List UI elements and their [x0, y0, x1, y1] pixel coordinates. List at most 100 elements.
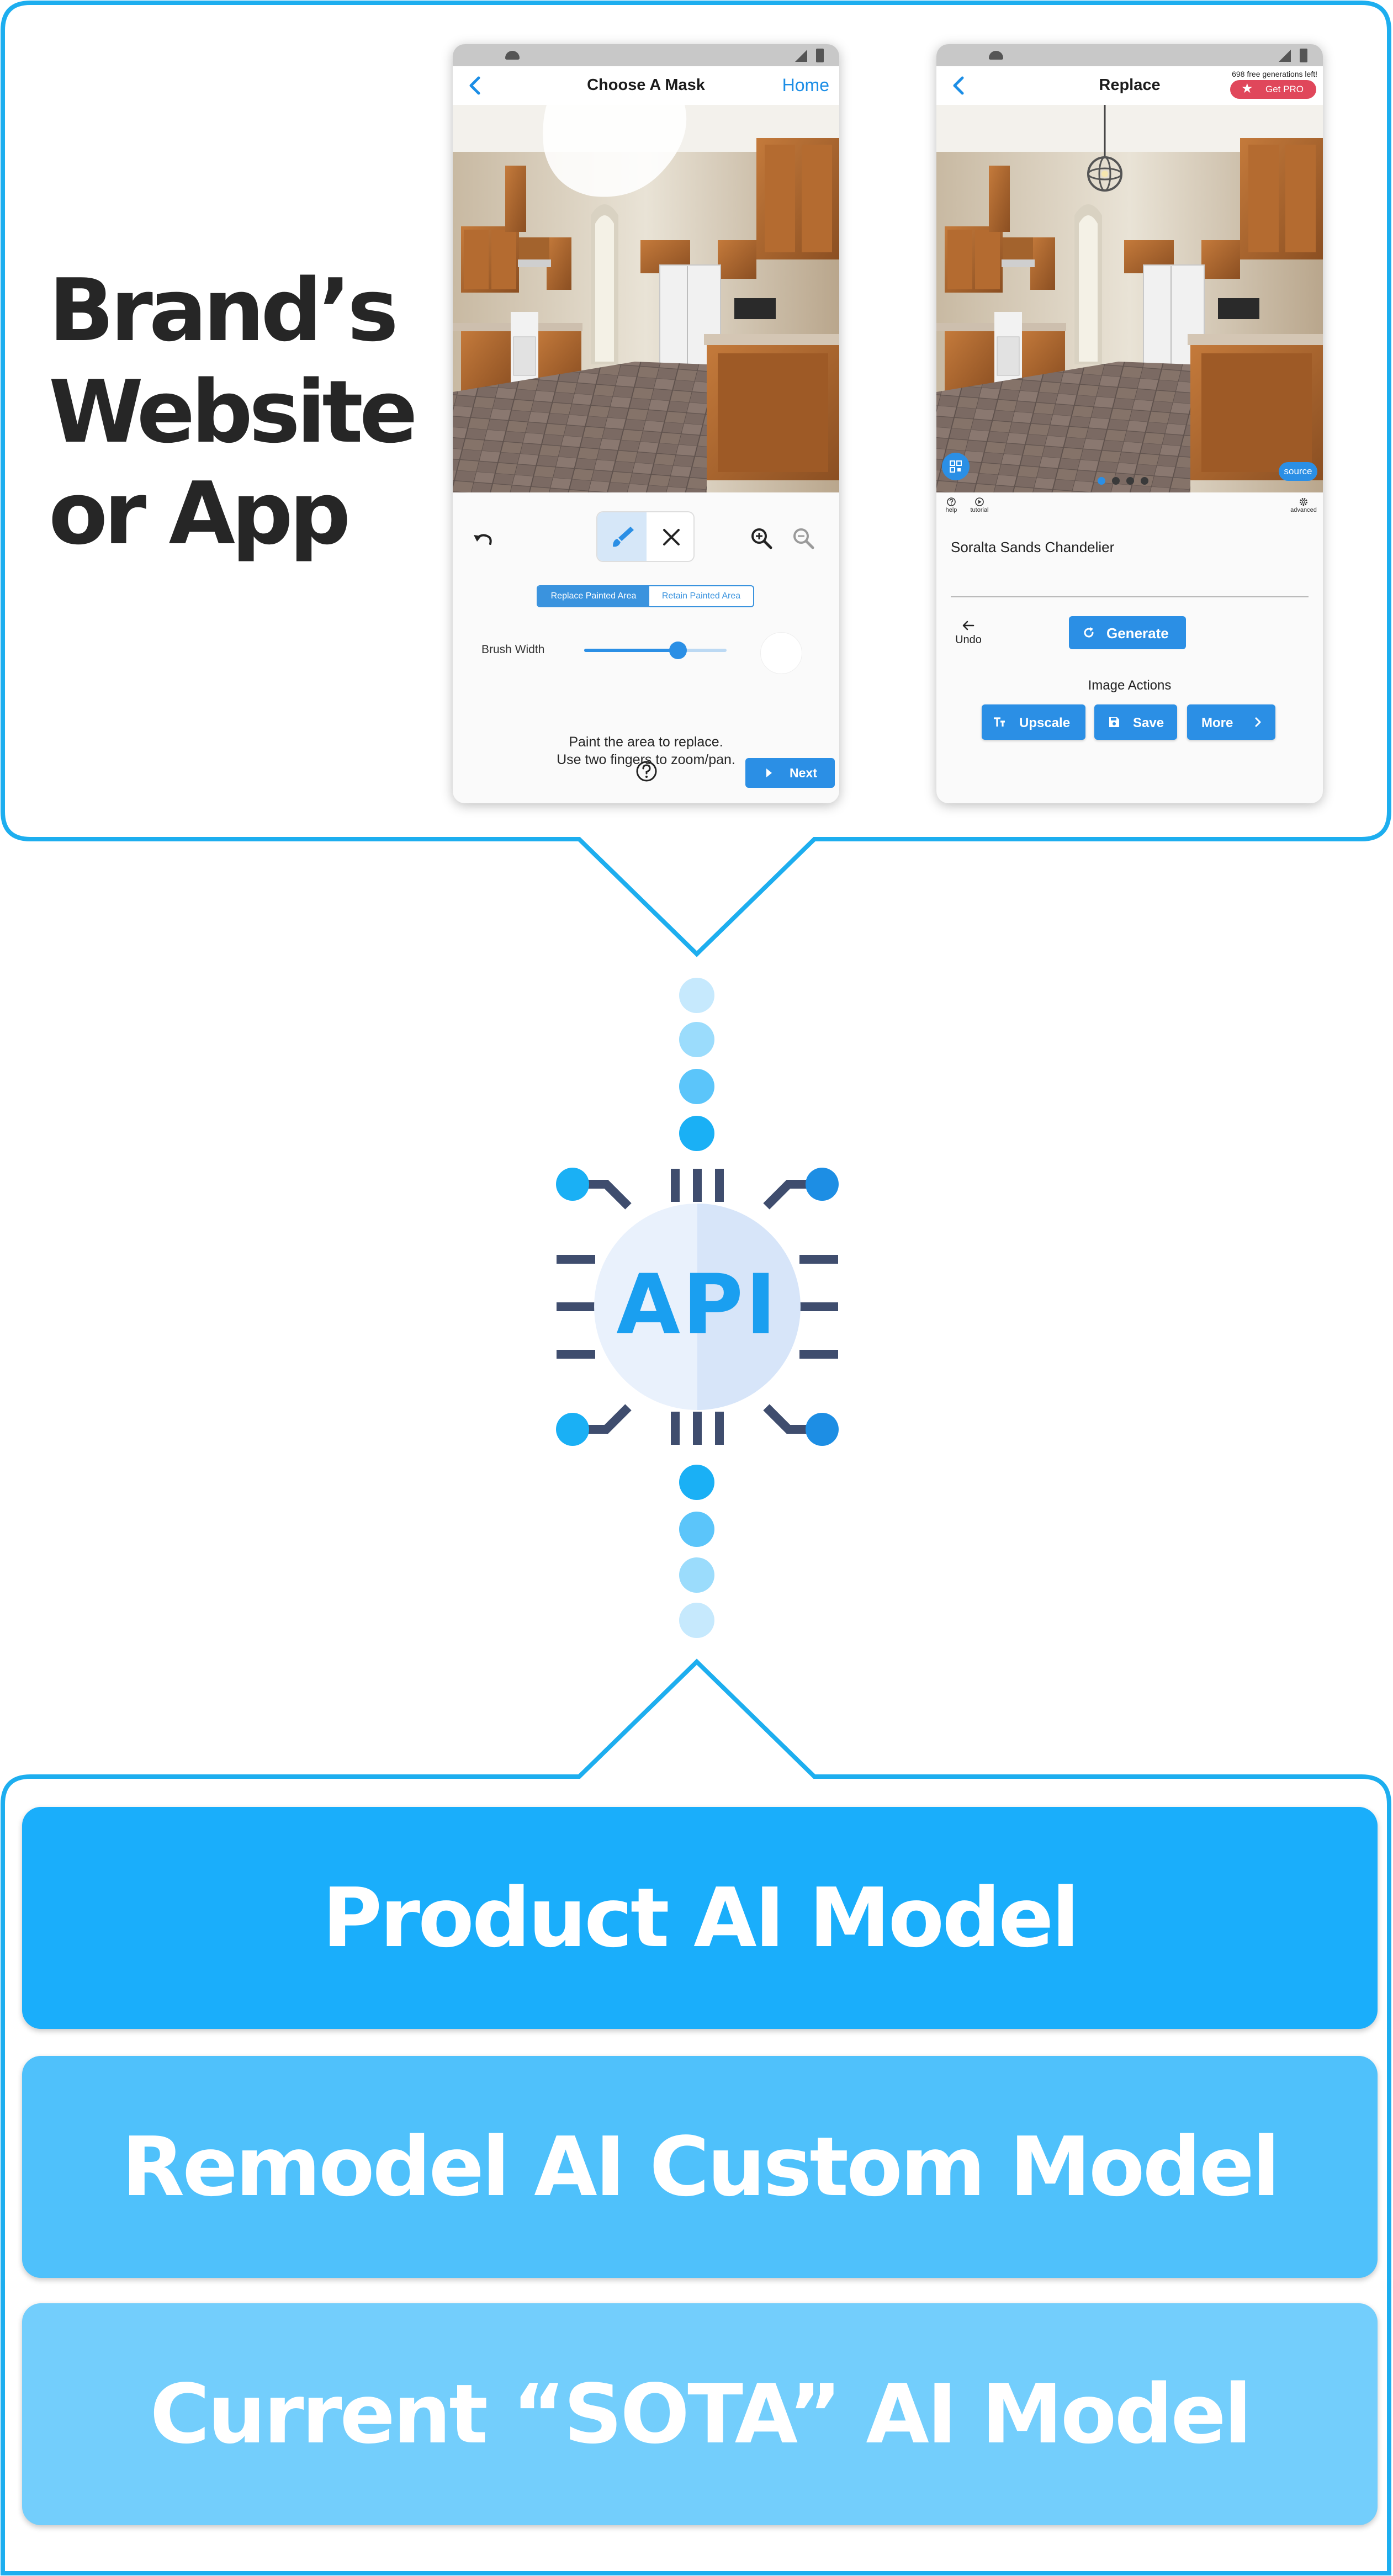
circuit-node: [556, 1413, 589, 1446]
replace-painted-area-option[interactable]: Replace Painted Area: [538, 586, 649, 606]
get-pro-button[interactable]: ★ Get PRO: [1230, 80, 1316, 99]
connector-dot: [679, 1512, 714, 1547]
sota-ai-model-bar: Current “SOTA” AI Model: [22, 2303, 1378, 2525]
headline-line-2: Website: [49, 362, 418, 462]
chevron-left-icon[interactable]: [464, 73, 488, 98]
slider-thumb[interactable]: [669, 642, 687, 659]
source-button[interactable]: source: [1279, 462, 1317, 481]
more-label: More: [1201, 715, 1233, 730]
chevron-left-icon[interactable]: [947, 73, 972, 98]
connector-dot: [679, 1557, 714, 1593]
brush-size-preview: [760, 632, 802, 674]
notification-icon: [505, 51, 520, 60]
chandelier: [1087, 105, 1122, 192]
screen-title: Replace: [1099, 76, 1161, 94]
mask-phone-screen: Choose A Mask Home Replace Pai: [453, 44, 839, 803]
tutorial-button[interactable]: tutorial: [970, 497, 989, 513]
app-callout-outline: [1, 1, 1391, 957]
generated-kitchen-photo[interactable]: [936, 105, 1323, 492]
carousel-dot[interactable]: [1098, 477, 1105, 485]
image-actions-heading: Image Actions: [1088, 678, 1172, 693]
painted-mask-area: [543, 105, 687, 197]
refresh-icon: [1084, 627, 1094, 638]
gear-icon: [1300, 498, 1307, 506]
connector-dot: [679, 1465, 714, 1500]
carousel-dot[interactable]: [1141, 477, 1148, 485]
connector-dot: [679, 1022, 714, 1057]
text-size-icon: [994, 717, 1005, 727]
slider-fill: [584, 649, 679, 652]
play-circle-icon: [975, 497, 984, 506]
more-button[interactable]: More: [1187, 704, 1275, 740]
help-button[interactable]: help: [944, 497, 958, 513]
circuit-node: [806, 1168, 839, 1201]
api-label: API: [616, 1257, 778, 1353]
tutorial-label: tutorial: [970, 507, 989, 513]
advanced-label: advanced: [1290, 507, 1317, 513]
instruction-line-1: Paint the area to replace.: [569, 734, 723, 750]
help-circle-icon[interactable]: [635, 760, 658, 783]
connector-dot: [679, 978, 714, 1013]
retain-painted-area-option[interactable]: Retain Painted Area: [661, 591, 741, 601]
qr-code-icon: [950, 460, 962, 473]
headline: Brand’s Website or App: [49, 259, 435, 564]
free-generations-counter: 698 free generations left!: [1232, 70, 1317, 78]
help-label: help: [945, 507, 957, 513]
help-circle-icon: [947, 497, 956, 506]
carousel-dot[interactable]: [1112, 477, 1120, 485]
app-bar: Choose A Mask Home: [453, 66, 839, 105]
upscale-label: Upscale: [1019, 715, 1071, 730]
connector-dot: [679, 1069, 714, 1104]
save-label: Save: [1133, 715, 1164, 730]
brush-icon: [613, 527, 634, 547]
home-link[interactable]: Home: [782, 75, 829, 95]
notification-icon: [989, 51, 1003, 60]
remodel-ai-custom-model-bar: Remodel AI Custom Model: [22, 2056, 1378, 2278]
connector-dot: [679, 1603, 714, 1638]
next-button-label: Next: [790, 766, 817, 780]
chevron-right-icon: [1255, 717, 1261, 727]
status-bar: [936, 44, 1323, 66]
floppy-disk-icon: [1109, 717, 1119, 727]
upscale-button[interactable]: Upscale: [982, 704, 1085, 740]
undo-icon[interactable]: [470, 527, 496, 553]
models-frame-outline: [1, 1658, 1391, 2575]
replace-phone-screen: Replace 698 free generations left! ★ Get…: [936, 44, 1323, 803]
battery-icon: [1300, 49, 1307, 62]
brush-tool-button[interactable]: [597, 512, 647, 561]
save-button[interactable]: Save: [1094, 704, 1177, 740]
signal-icon: [1279, 50, 1291, 62]
close-icon: [663, 529, 680, 545]
generate-button[interactable]: Generate: [1069, 616, 1186, 649]
undo-label: Undo: [955, 634, 982, 646]
advanced-button[interactable]: advanced: [1290, 497, 1317, 513]
zoom-out-icon[interactable]: [790, 524, 817, 552]
get-pro-label: Get PRO: [1265, 84, 1304, 94]
paint-tool-group: [596, 511, 695, 562]
chip-core-left: [594, 1204, 697, 1410]
kitchen-photo[interactable]: [453, 105, 839, 492]
status-bar: [453, 44, 839, 66]
mask-mode-toggle: Replace Painted Area Retain Painted Area: [537, 585, 754, 607]
erase-tool-button[interactable]: [647, 512, 693, 561]
play-icon: [766, 768, 772, 777]
signal-icon: [795, 50, 807, 62]
undo-button[interactable]: Undo: [947, 617, 989, 646]
qr-code-button[interactable]: [942, 453, 970, 480]
screen-title: Choose A Mask: [587, 76, 705, 94]
circuit-node: [556, 1168, 589, 1201]
headline-line-1: Brand’s: [49, 260, 399, 361]
circuit-node: [806, 1413, 839, 1446]
star-icon: ★: [1241, 81, 1253, 96]
prompt-input[interactable]: Soralta Sands Chandelier: [951, 539, 1115, 555]
prompt-underline: [951, 596, 1309, 597]
zoom-in-icon[interactable]: [748, 524, 775, 552]
brush-width-label: Brush Width: [481, 643, 545, 656]
api-chip: API: [556, 1168, 839, 1446]
battery-icon: [816, 49, 824, 62]
brush-width-slider[interactable]: [584, 642, 727, 659]
carousel-dot[interactable]: [1126, 477, 1134, 485]
next-button[interactable]: Next: [745, 758, 835, 788]
arrow-left-icon: [962, 621, 974, 630]
